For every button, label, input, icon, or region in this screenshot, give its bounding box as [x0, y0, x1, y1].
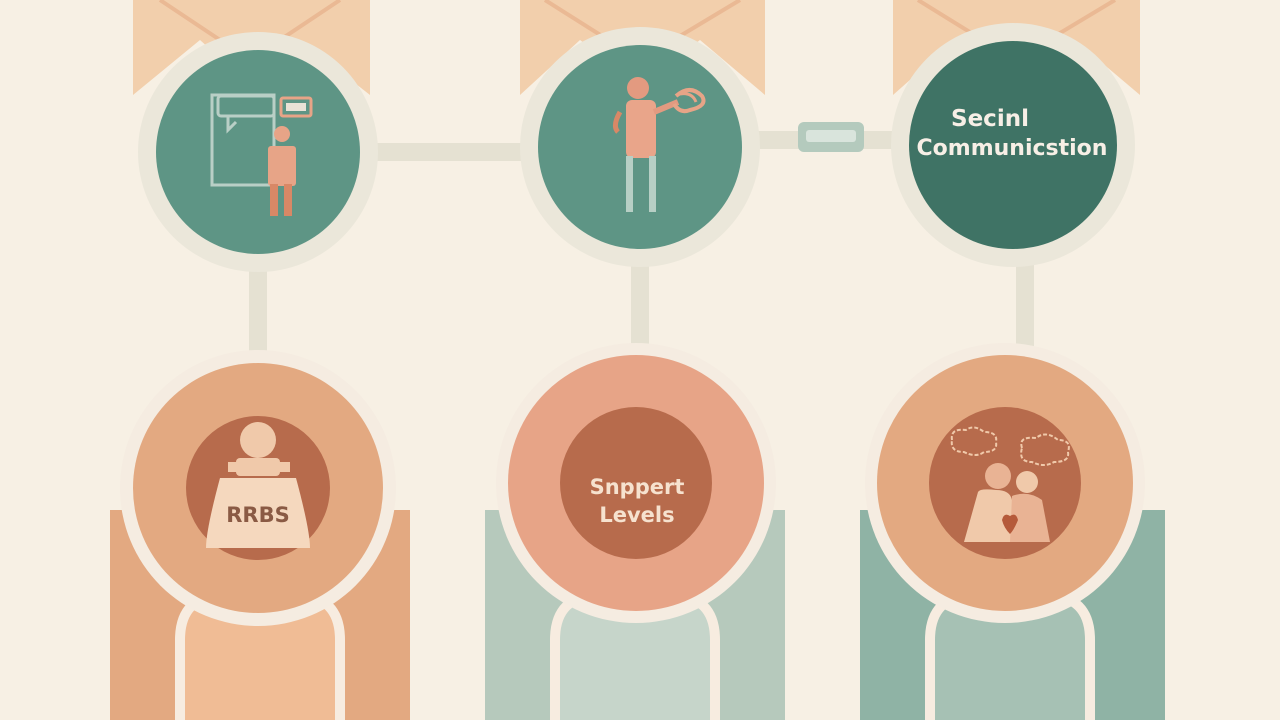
bust-label: RRBS [226, 503, 289, 527]
node-top-left [138, 32, 378, 272]
node-title-line1: Snppert [590, 475, 685, 499]
node-title-line2: Levels [599, 503, 674, 527]
node-bottom-middle: Snppert Levels [496, 343, 776, 623]
two-people-thought-bubbles-icon [950, 426, 1070, 542]
node-bottom-right [865, 343, 1145, 623]
node-top-right: Secinl Communicstion [891, 23, 1135, 267]
person-with-lungs-icon [612, 77, 706, 212]
node-title-line1: Secinl [951, 106, 1029, 132]
node-title-line2: Communicstion [917, 136, 1108, 161]
connector-badge [798, 122, 864, 152]
person-with-chat-screen-icon [210, 93, 313, 216]
node-bottom-left: RRBS [120, 350, 396, 626]
node-top-middle [520, 27, 760, 267]
figure-bust-icon [206, 422, 310, 548]
